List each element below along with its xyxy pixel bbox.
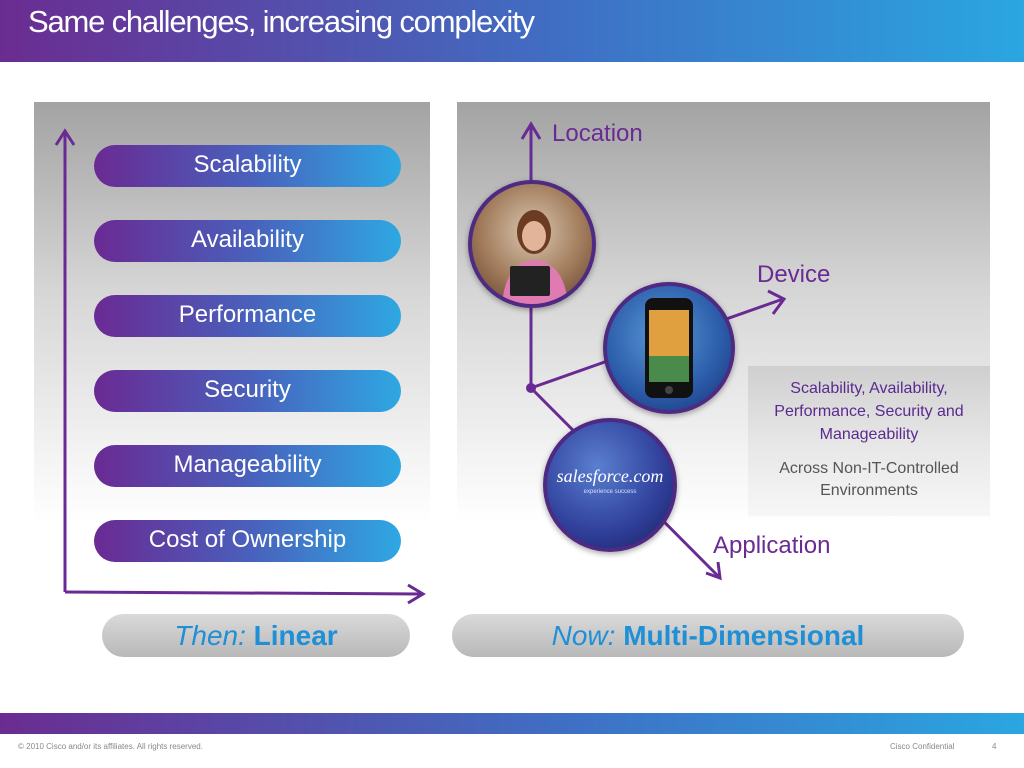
confidential-label: Cisco Confidential xyxy=(890,742,955,751)
item-availability: Availability xyxy=(94,220,401,262)
location-photo xyxy=(468,180,596,308)
axis-label-device: Device xyxy=(757,261,831,288)
item-performance: Performance xyxy=(94,295,401,337)
item-scalability: Scalability xyxy=(94,145,401,187)
axis-label-location: Location xyxy=(552,120,643,147)
smartphone-icon xyxy=(645,298,693,398)
slide-title: Same challenges, increasing complexity xyxy=(28,4,535,39)
now-multidimensional-caption: Now: Multi-Dimensional xyxy=(452,614,964,657)
application-logo: salesforce.com experience success xyxy=(543,418,677,552)
info-box: Scalability, Availability, Performance, … xyxy=(748,366,990,516)
page-number: 4 xyxy=(992,742,997,751)
info-challenges: Scalability, Availability, Performance, … xyxy=(774,380,964,443)
then-linear-caption: Then: Linear xyxy=(102,614,410,657)
linear-label: Linear xyxy=(253,620,338,651)
salesforce-logo: salesforce.com xyxy=(556,466,664,486)
linear-axes xyxy=(54,128,426,605)
footer-bar xyxy=(0,713,1024,734)
salesforce-tagline: experience success xyxy=(583,489,637,495)
axis-label-application: Application xyxy=(713,532,831,559)
item-cost-of-ownership: Cost of Ownership xyxy=(94,520,401,562)
title-bar: Same challenges, increasing complexity xyxy=(0,0,1024,62)
item-manageability: Manageability xyxy=(94,445,401,487)
multidimensional-label: Multi-Dimensional xyxy=(623,620,865,651)
now-label: Now: xyxy=(551,620,616,651)
then-label: Then: xyxy=(174,620,246,651)
info-environments: Across Non-IT-Controlled Environments xyxy=(779,460,959,499)
axis-origin xyxy=(526,383,536,393)
copyright-text: © 2010 Cisco and/or its affiliates. All … xyxy=(18,742,203,751)
item-security: Security xyxy=(94,370,401,412)
device-photo xyxy=(603,282,735,414)
person-with-laptop-icon xyxy=(502,210,568,304)
